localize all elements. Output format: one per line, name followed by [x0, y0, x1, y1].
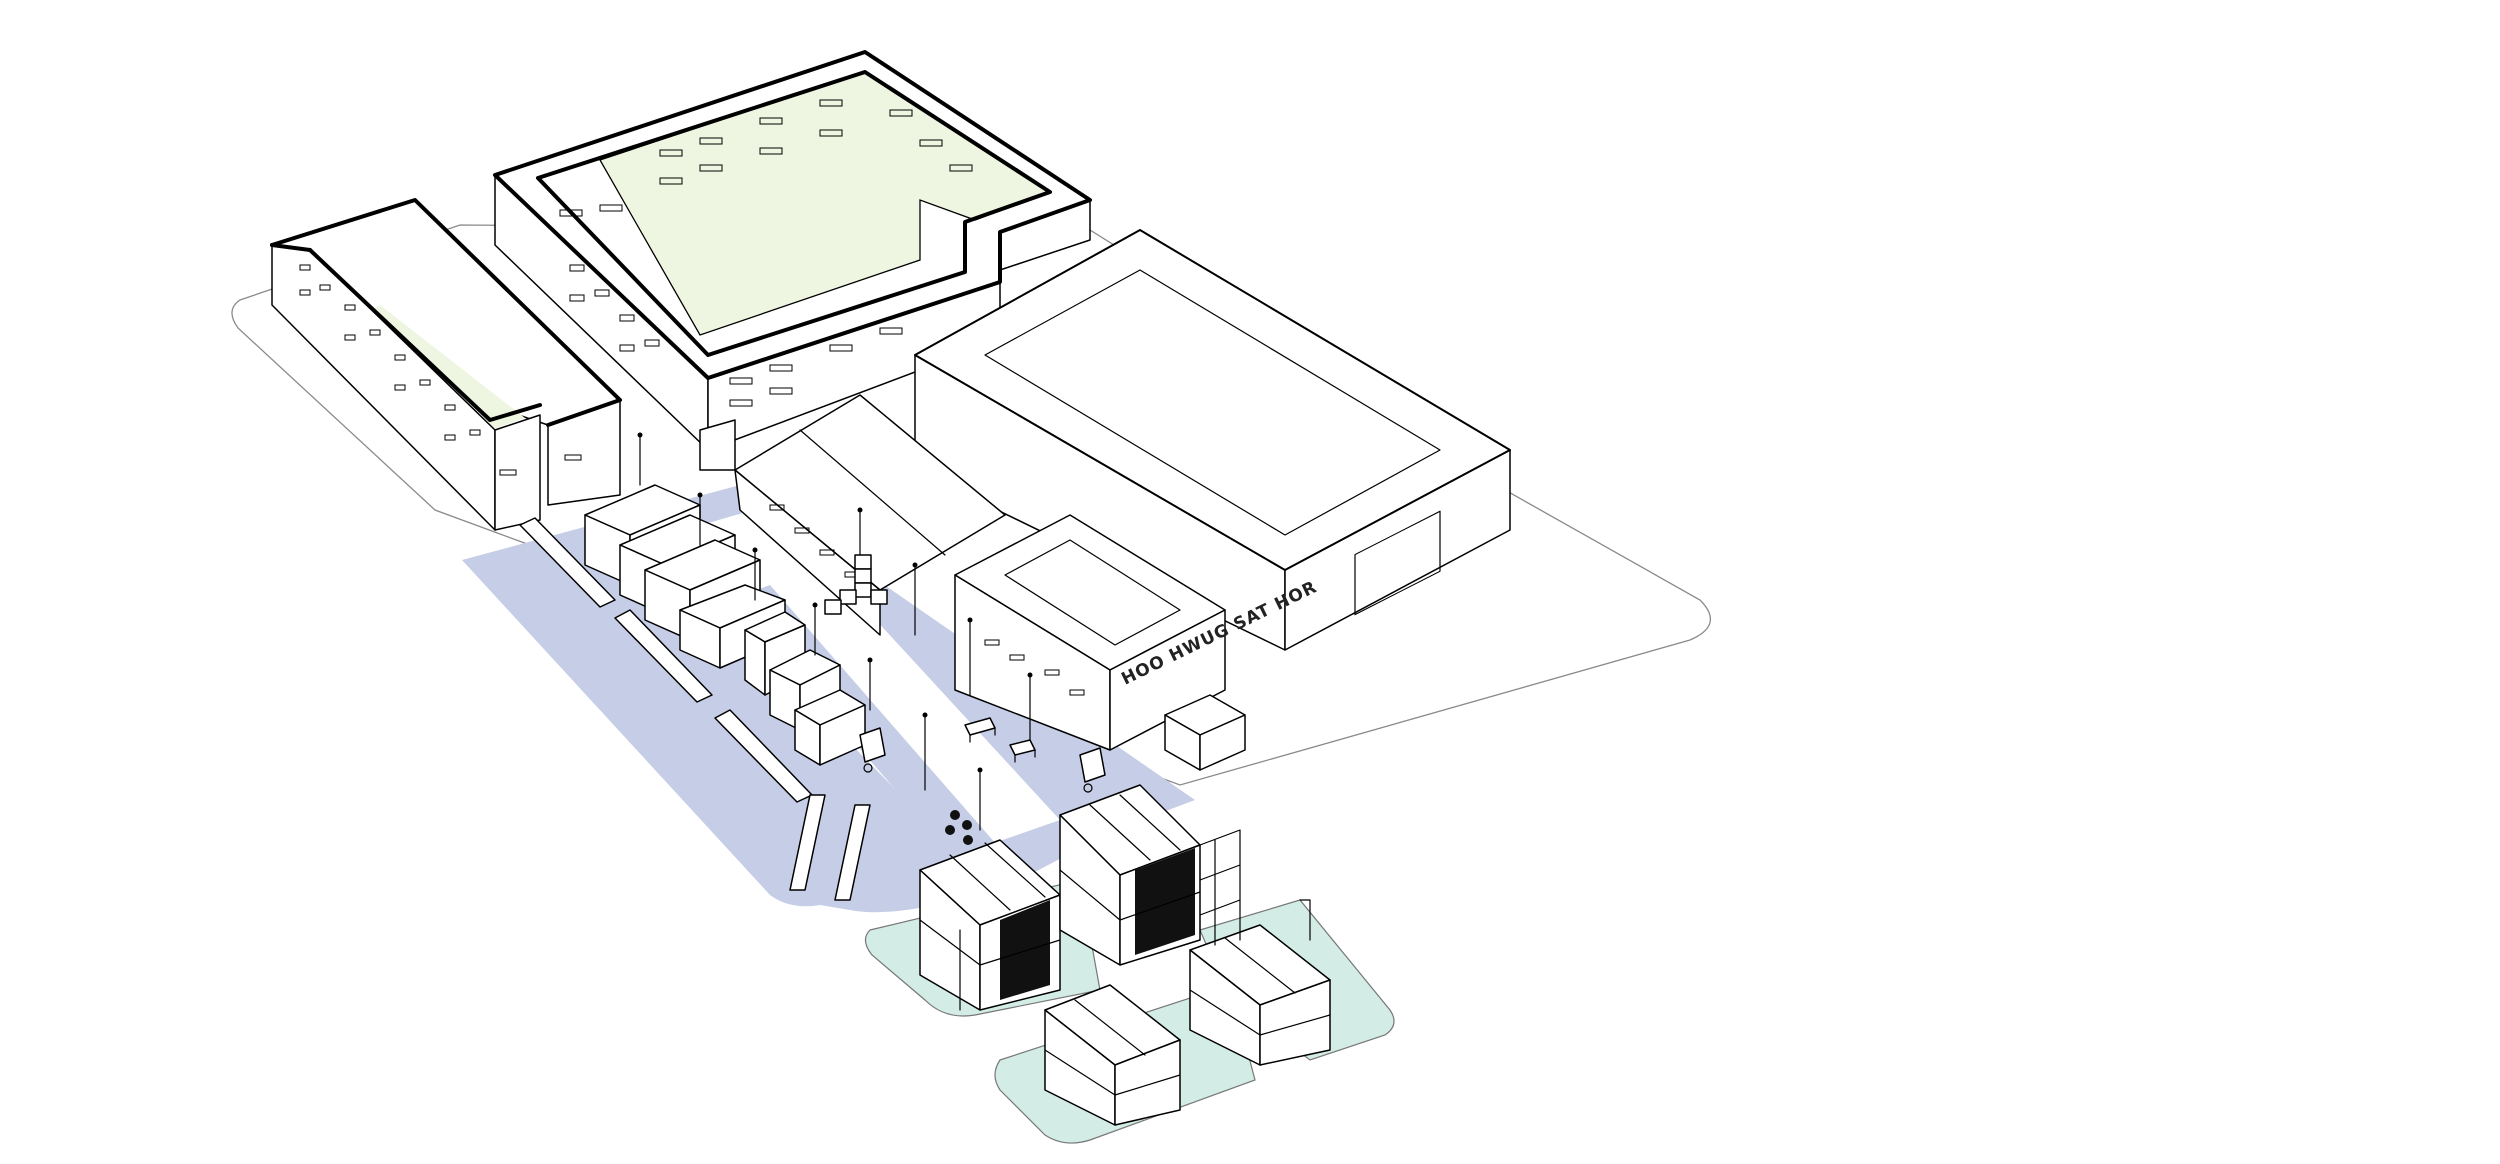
street-lamps: [637, 432, 1033, 831]
street-lamp-icon: [967, 617, 973, 696]
street-lamp-icon: [857, 507, 863, 556]
modular-unit-east: [1189, 924, 1331, 1066]
building-signed-gable: HOO HWUG SAT HOR: [954, 514, 1321, 751]
dark-panel: [1000, 900, 1050, 1000]
building-courtyard-block: [493, 50, 1092, 451]
modular-unit-south: [1044, 984, 1181, 1126]
crate-stack-icon: [824, 554, 888, 615]
bench-icon: [964, 717, 996, 743]
building-warehouse: [914, 229, 1511, 651]
cargo-bike-icon: [859, 727, 886, 773]
street-lamp-icon: [637, 432, 643, 486]
windows-gable-shed: [769, 504, 860, 578]
bench-icon: [1009, 739, 1036, 763]
street-lamp-icon: [912, 562, 918, 636]
street-containers: [584, 484, 866, 766]
windows-courtyard-block: [559, 99, 973, 407]
street-lamp-icon: [812, 602, 818, 656]
modular-unit-north: [1059, 784, 1201, 966]
cafe-table-icon: [945, 810, 973, 845]
bike-racks: [834, 804, 871, 901]
scaffolding: [1199, 829, 1311, 946]
street-lamp-icon: [867, 657, 873, 711]
kiosk: [1164, 694, 1246, 771]
parking-strip: [614, 609, 713, 703]
cargo-bike-icon: [1079, 747, 1106, 793]
parking-strips: [519, 517, 871, 901]
bike-racks: [789, 794, 826, 891]
container: [794, 689, 866, 766]
parking-strip: [519, 517, 616, 608]
building-left-lshape: [270, 198, 622, 531]
street-lamp-icon: [697, 492, 703, 546]
windows-signed-building: [984, 639, 1085, 696]
warehouse-door: [1354, 510, 1441, 616]
street-lamp-icon: [977, 767, 983, 831]
windows-left-building: [299, 264, 582, 476]
street-lamp-icon: [752, 547, 758, 601]
street-lamp-icon: [922, 712, 928, 791]
street-lamp-icon: [1027, 672, 1033, 741]
street-furniture: [824, 554, 1106, 845]
modular-unit-west: [919, 839, 1061, 1011]
dark-panel: [1135, 848, 1195, 955]
